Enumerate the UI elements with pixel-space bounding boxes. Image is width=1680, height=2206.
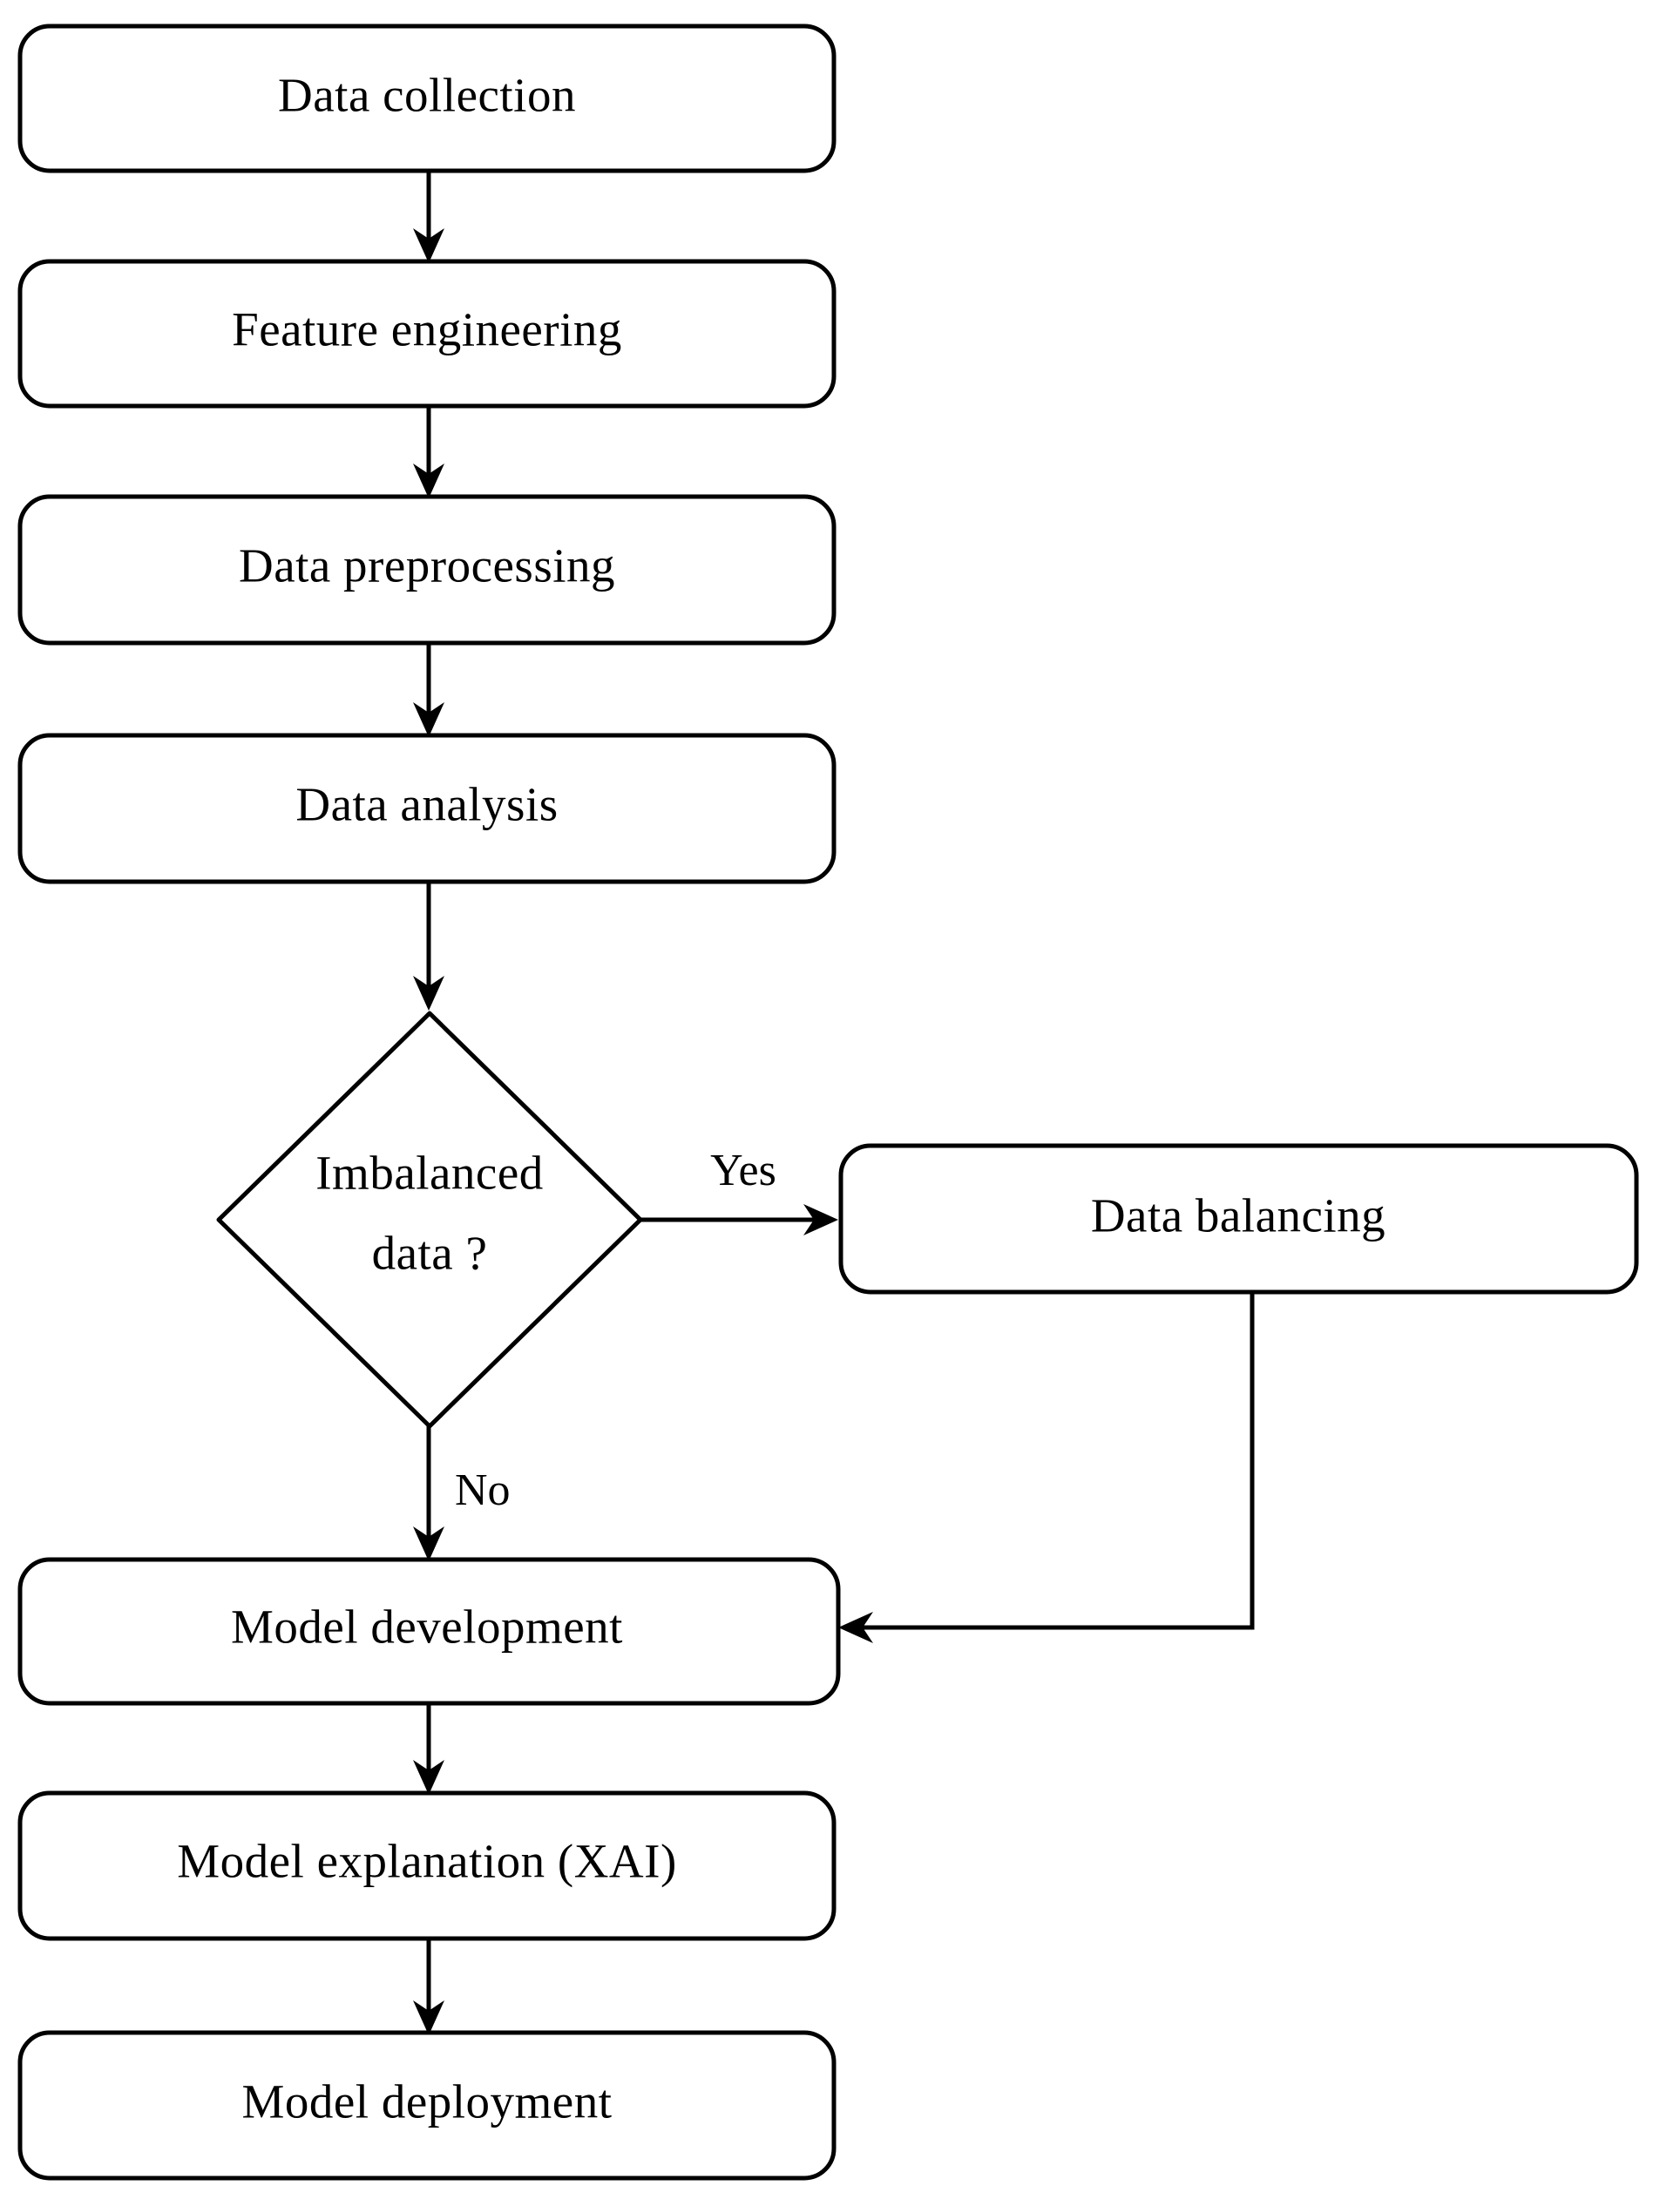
node-data-preprocessing-label: Data preprocessing [239,539,615,592]
arrow-head-icon [413,1760,444,1795]
node-model-deployment-shape [17,2030,837,2181]
arrow-head-icon [413,702,444,737]
node-model-deployment-label: Model deployment [241,2075,612,2128]
node-data-analysis[interactable]: Data analysis [17,733,837,884]
node-model-development-label: Model development [231,1600,623,1654]
edge-data-collection-to-feature-engineering [413,171,444,263]
node-model-explanation[interactable]: Model explanation (XAI) [17,1790,837,1941]
edge-model-explanation-to-model-deployment [413,1939,444,2035]
node-model-explanation-label: Model explanation (XAI) [177,1835,677,1888]
arrow-head-icon [838,1612,873,1643]
node-data-balancing-label: Data balancing [1091,1189,1385,1242]
arrow-head-icon [413,228,444,263]
node-data-collection[interactable]: Data collection [17,24,837,173]
node-imbalanced-decision[interactable]: Imbalanced data ? [216,1011,643,1429]
arrow-head-icon [803,1204,838,1235]
node-imbalanced-decision-label-line1: Imbalanced [315,1147,544,1200]
node-feature-engineering-label: Feature engineering [232,303,622,356]
edge-feature-engineering-to-data-preprocessing [413,406,444,498]
node-data-analysis-label: Data analysis [295,778,558,831]
edge-data-balancing-to-model-development [838,1292,1255,1643]
edge-imbalanced-decision-to-model-development: No [413,1426,511,1561]
node-data-balancing-shape [838,1143,1639,1295]
edge-data-preprocessing-to-data-analysis [413,643,444,737]
edge-e7-line [847,1292,1255,1630]
arrow-head-icon [413,2000,444,2035]
edge-label-no: No [455,1465,511,1515]
node-imbalanced-decision-shape [216,1011,643,1429]
node-model-deployment[interactable]: Model deployment [17,2030,837,2181]
edge-data-analysis-to-imbalanced-decision [413,882,444,1011]
edge-model-development-to-model-explanation [413,1703,444,1795]
arrow-head-icon [413,464,444,498]
node-data-preprocessing[interactable]: Data preprocessing [17,494,837,646]
node-data-collection-label: Data collection [278,69,576,122]
arrow-head-icon [413,976,444,1011]
node-model-development[interactable]: Model development [17,1557,841,1706]
edge-label-yes: Yes [710,1146,776,1195]
node-feature-engineering[interactable]: Feature engineering [17,259,837,409]
edge-imbalanced-decision-to-data-balancing: Yes [640,1146,838,1235]
arrow-head-icon [413,1526,444,1561]
node-imbalanced-decision-label-line2: data ? [372,1227,488,1280]
node-data-balancing[interactable]: Data balancing [838,1143,1639,1295]
